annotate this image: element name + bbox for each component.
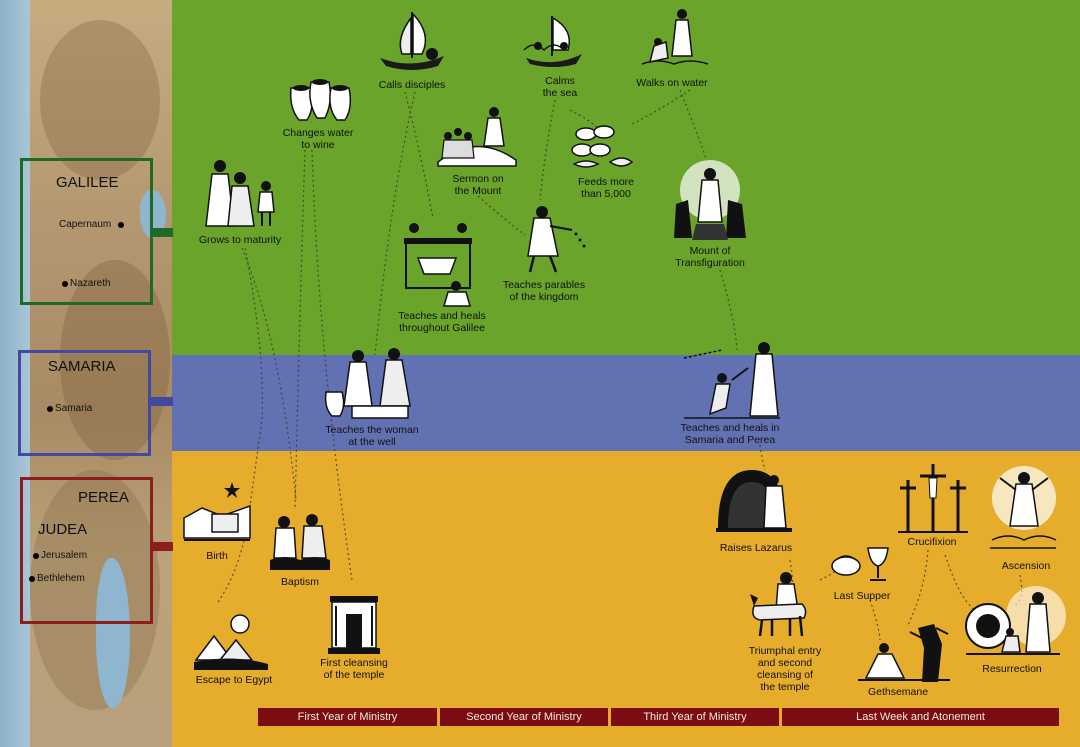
glowing-figures-icon <box>672 160 748 242</box>
baptism-icon <box>270 512 330 570</box>
teaching-icon <box>682 338 782 420</box>
birth-label: Birth <box>186 550 248 562</box>
sermon-mount-label: Sermon on the Mount <box>432 173 524 197</box>
sower-icon <box>514 204 590 276</box>
water-jars-icon <box>287 78 355 122</box>
bread-cup-icon <box>830 544 892 584</box>
empty-tomb-icon <box>966 586 1060 660</box>
family-icon <box>204 156 280 230</box>
walking-figures-icon <box>640 6 710 70</box>
crosses-icon <box>898 462 968 534</box>
boat-icon <box>376 8 448 74</box>
calms-sea-label: Calms the sea <box>520 75 600 99</box>
pyramids-icon <box>192 614 270 670</box>
loaves-fish-icon <box>570 122 636 172</box>
parables-label: Teaches parables of the kingdom <box>492 279 596 303</box>
walks-on-water-label: Walks on water <box>624 77 720 89</box>
gethsemane-label: Gethsemane <box>858 686 938 698</box>
lazarus-label: Raises Lazarus <box>706 542 806 554</box>
baptism-label: Baptism <box>266 576 334 588</box>
resurrection-label: Resurrection <box>970 663 1054 675</box>
ascending-figure-icon <box>988 466 1058 556</box>
crucifixion-label: Crucifixion <box>890 536 974 548</box>
triumphal-label: Triumphal entry and second cleansing of … <box>730 645 840 693</box>
egypt-label: Escape to Egypt <box>180 674 288 686</box>
woman-well-label: Teaches the woman at the well <box>312 424 432 448</box>
heals-galilee-label: Teaches and heals throughout Galilee <box>384 310 500 334</box>
tomb-icon <box>716 466 792 532</box>
changes-water-label: Changes water to wine <box>268 127 368 151</box>
donkey-icon <box>748 570 810 638</box>
boat-storm-icon <box>522 10 586 70</box>
last-supper-label: Last Supper <box>820 590 904 602</box>
temple-icon <box>328 588 380 654</box>
timeline-last-week: Last Week and Atonement <box>782 708 1059 726</box>
timeline-year-2: Second Year of Ministry <box>440 708 608 726</box>
transfiguration-label: Mount of Transfiguration <box>660 245 760 269</box>
timeline-year-3: Third Year of Ministry <box>611 708 779 726</box>
timeline-year-1: First Year of Ministry <box>258 708 437 726</box>
praying-figure-icon <box>858 624 950 684</box>
grows-maturity-label: Grows to maturity <box>184 234 296 246</box>
ascension-label: Ascension <box>986 560 1066 572</box>
star-town-icon <box>182 478 252 544</box>
calls-disciples-label: Calls disciples <box>364 79 460 91</box>
healing-icon <box>396 218 480 306</box>
well-icon <box>322 346 422 420</box>
feeds-5000-label: Feeds more than 5,000 <box>560 176 652 200</box>
samaria-perea-label: Teaches and heals in Samaria and Perea <box>660 422 800 446</box>
crowd-icon <box>436 102 518 166</box>
cleansing-label: First cleansing of the temple <box>300 657 408 681</box>
